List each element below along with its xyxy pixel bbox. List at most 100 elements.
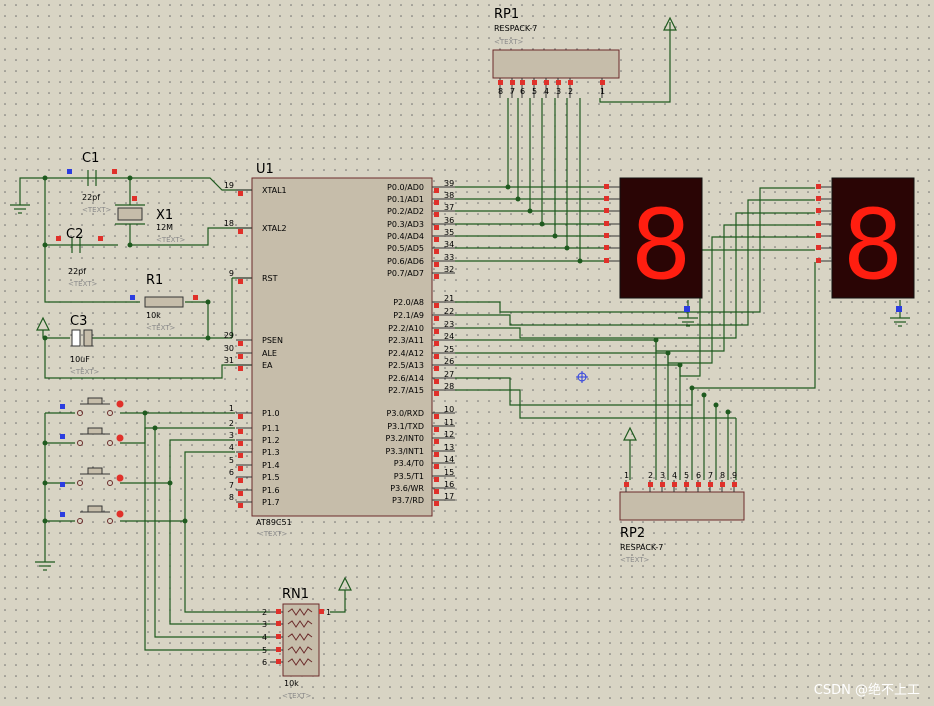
rp1-pin-number: 5 (532, 87, 537, 96)
u1-pin-number: 11 (444, 418, 454, 427)
u1-pin-name: P0.5/AD5 (387, 244, 424, 253)
push-button-group[interactable] (60, 397, 124, 524)
display-digit: 8 (630, 189, 691, 301)
capacitor-c3[interactable]: C3 10uF <TEXT> (70, 314, 100, 376)
rp1-pin-number: 7 (510, 87, 515, 96)
u1-pin-name: P3.0/RXD (387, 409, 424, 418)
u1-pin-marker (434, 379, 439, 384)
display-body (619, 177, 703, 299)
u1-pin-number: 17 (444, 492, 454, 501)
wires (19, 30, 901, 651)
push-button-3[interactable] (60, 467, 124, 487)
rn1-resistor-glyph (287, 620, 313, 628)
rp1-pin-marker (556, 80, 561, 85)
rn1-pin-marker (276, 621, 281, 626)
u1-left-pins: 19XTAL118XTAL29RST29PSEN30ALE31EA1P1.02P… (224, 181, 287, 508)
push-button-2[interactable] (60, 427, 124, 446)
u1-pin-marker (434, 427, 439, 432)
u1-pin-name: P0.6/AD6 (387, 257, 424, 266)
crystal-x1[interactable]: X1 12M <TEXT> (115, 196, 186, 244)
u1-pin-marker (434, 249, 439, 254)
rp2-pin-marker (708, 482, 713, 487)
seven-segment-display-2[interactable]: 8 (816, 177, 915, 312)
u1-pin-name: P0.2/AD2 (387, 207, 424, 216)
u1-pin-name: P0.7/AD7 (387, 269, 424, 278)
rp2-pin-number: 7 (708, 471, 713, 480)
u1-pin-marker (238, 279, 243, 284)
u1-pin-marker (434, 212, 439, 217)
rp1-part: RESPACK-7 (494, 24, 537, 33)
u1-pin-number: 36 (444, 216, 454, 225)
u1-pin-number: 16 (444, 480, 454, 489)
display-pin-marker (816, 258, 821, 263)
rn1-pin-marker (276, 634, 281, 639)
u1-pin-name: P3.4/T0 (394, 459, 424, 468)
u1-pin-marker (238, 466, 243, 471)
capacitor-c1[interactable]: C1 22pf <TEXT> (67, 151, 117, 214)
u1-pin-number: 22 (444, 307, 454, 316)
u1-pin-marker (434, 316, 439, 321)
u1-pin-name: P0.3/AD3 (387, 220, 424, 229)
r1-ref: R1 (146, 273, 163, 288)
u1-pin-name: P2.2/A10 (388, 324, 424, 333)
push-button-4[interactable] (60, 505, 124, 524)
rp2-pin-marker (720, 482, 725, 487)
capacitor-c2[interactable]: C2 22pf <TEXT> (56, 227, 103, 288)
u1-text-placeholder: <TEXT> (258, 530, 288, 538)
display-pin-marker (604, 208, 609, 213)
rp2-pin-number: 1 (624, 471, 629, 480)
display-pin-marker (604, 233, 609, 238)
rp1-pin-number: 4 (544, 87, 549, 96)
u1-pin-marker (434, 303, 439, 308)
u1-pin-number: 37 (444, 203, 454, 212)
rn1-pin-number: 3 (262, 620, 267, 629)
u1-pin-number: 25 (444, 345, 454, 354)
u1-pin-marker (434, 262, 439, 267)
u1-pin-name: PSEN (262, 336, 283, 345)
c3-text-placeholder: <TEXT> (70, 368, 100, 376)
u1-pin-name: P2.5/A13 (388, 361, 424, 370)
u1-pin-number: 4 (229, 443, 234, 452)
u1-pin-marker (434, 391, 439, 396)
mcu-u1[interactable]: U1 AT89C51 <TEXT> 19XTAL118XTAL29RST29PS… (224, 162, 455, 538)
u1-pin-number: 7 (229, 481, 234, 490)
rp1-pin-number: 2 (568, 87, 573, 96)
u1-pin-number: 12 (444, 430, 454, 439)
u1-pin-name: P1.0 (262, 409, 280, 418)
u1-pin-marker (434, 274, 439, 279)
display-pin-marker (816, 208, 821, 213)
u1-pin-name: P2.6/A14 (388, 374, 424, 383)
rp2-pin-number: 6 (696, 471, 701, 480)
rn1-resistor-glyph (287, 658, 313, 666)
u1-pin-name: P1.5 (262, 473, 280, 482)
u1-pin-number: 21 (444, 294, 454, 303)
u1-pin-marker (238, 503, 243, 508)
u1-pin-marker (434, 341, 439, 346)
ground-symbols (10, 204, 910, 571)
u1-pin-number: 27 (444, 370, 454, 379)
seven-segment-display-1[interactable]: 8 (604, 177, 703, 312)
u1-pin-number: 31 (224, 356, 234, 365)
c2-value: 22pf (68, 267, 86, 276)
u1-pin-number: 9 (229, 269, 234, 278)
resistor-r1[interactable]: R1 10k <TEXT> (130, 273, 198, 332)
watermark-text: CSDN @绝不上工 (813, 683, 920, 698)
rp2-part: RESPACK-7 (620, 543, 663, 552)
u1-pin-name: P1.3 (262, 448, 280, 457)
u1-pin-name: RST (262, 274, 278, 283)
u1-pin-number: 34 (444, 240, 454, 249)
junction-dots (42, 175, 731, 524)
rn1-pin-number: 6 (262, 658, 267, 667)
u1-pin-number: 14 (444, 455, 454, 464)
rp1-pin-number: 8 (498, 87, 503, 96)
u1-pin-name: ALE (262, 349, 277, 358)
rn1-pin-marker (276, 659, 281, 664)
u1-pin-marker (434, 329, 439, 334)
u1-pin-number: 33 (444, 253, 454, 262)
rn1-pin-marker (276, 609, 281, 614)
push-button-1[interactable] (60, 397, 124, 416)
